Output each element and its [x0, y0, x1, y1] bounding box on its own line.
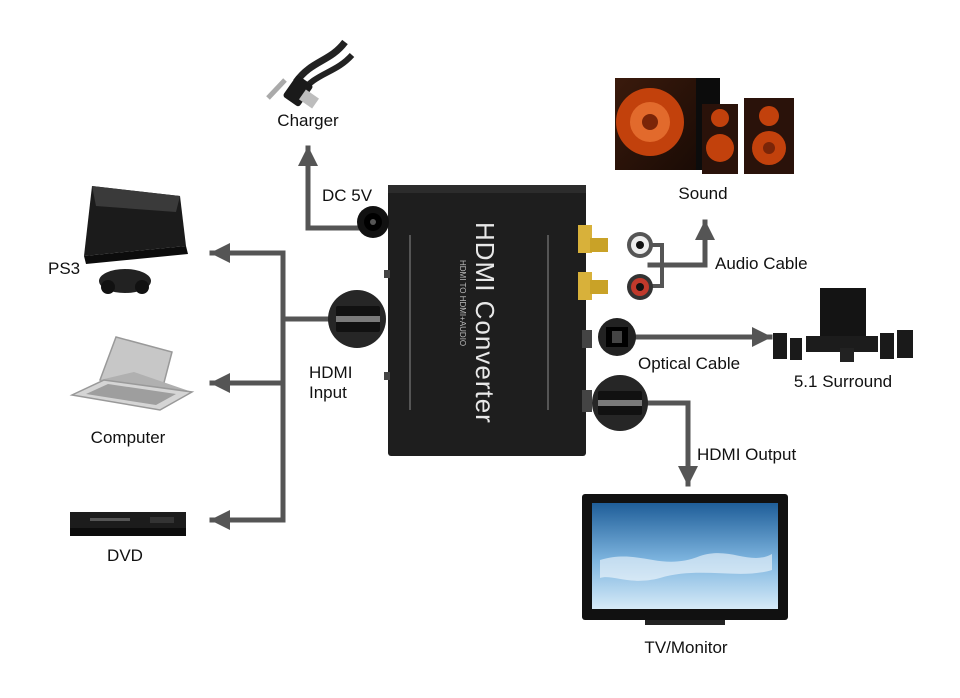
hdmi-output-label: HDMI Output: [697, 445, 797, 464]
hdmi-input-label-line1: HDMI: [309, 363, 353, 382]
charger-cable-icon: [266, 39, 355, 109]
connection-lines: [209, 145, 773, 530]
audio-cable-line: [647, 219, 715, 268]
surround-label: 5.1 Surround: [793, 372, 893, 391]
charger-label: Charger: [277, 111, 339, 130]
computer-icon: [69, 336, 195, 411]
dc-jack-icon: [357, 206, 389, 238]
ps3-label: PS3: [48, 259, 81, 278]
surround-speakers-icon: [773, 288, 913, 362]
hdmi-converter-device: HDMI Converter HDMI TO HDMI+AUDIO: [384, 185, 592, 456]
rca-gold-plug-icon: [590, 280, 608, 294]
optical-connector-icon: [598, 318, 636, 356]
device-title: HDMI Converter: [470, 222, 500, 424]
sound-speakers-icon: [615, 78, 794, 174]
hdmi-output-connector-icon: [592, 375, 648, 431]
rca-white-jack-icon: [627, 232, 653, 258]
tv-monitor-label: TV/Monitor: [644, 638, 728, 657]
rca-link: [648, 243, 664, 288]
dvd-label: DVD: [107, 546, 143, 565]
ps3-icon: [84, 186, 188, 294]
optical-cable-label: Optical Cable: [638, 354, 741, 373]
audio-cable-label: Audio Cable: [715, 254, 808, 273]
device-subtitle: HDMI TO HDMI+AUDIO: [458, 260, 467, 346]
dc-5v-label: DC 5V: [322, 186, 373, 205]
dvd-player-icon: [70, 512, 186, 536]
hdmi-input-connector-icon: [328, 290, 386, 348]
tv-monitor-icon: [582, 494, 788, 625]
computer-label: Computer: [90, 428, 166, 447]
sound-label: Sound: [678, 184, 728, 203]
hdmi-input-label: HDMI Input: [309, 363, 389, 403]
dc-power-line: [298, 145, 363, 231]
rca-gold-plug-icon: [590, 238, 608, 252]
hdmi-output-line: [645, 400, 698, 487]
rca-red-jack-icon: [627, 274, 653, 300]
hdmi-input-label-line2: Input: [309, 383, 347, 402]
